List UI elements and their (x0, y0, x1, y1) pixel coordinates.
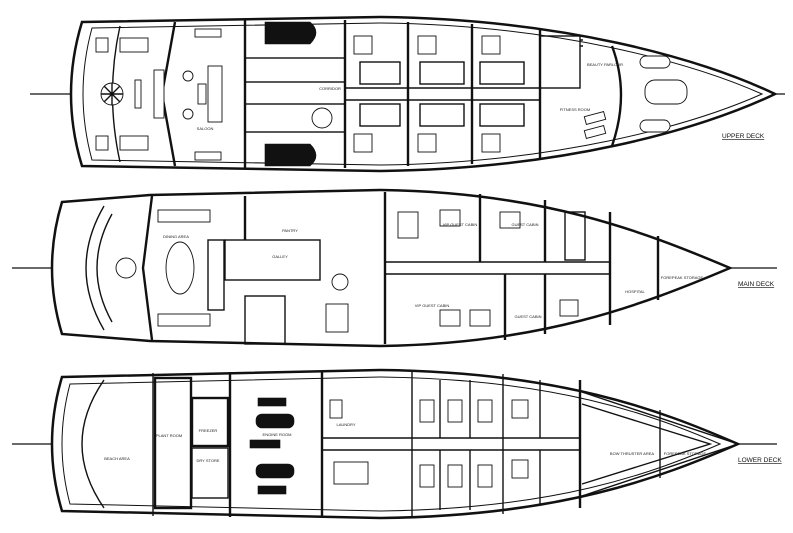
lower-freezer (190, 396, 230, 448)
upper-stair-treads (580, 39, 583, 47)
upper-saloon-label: SALOON (197, 126, 214, 131)
upper-beauty-label: BEAUTY PARLOUR (587, 62, 623, 67)
lower-plant-label: PLANT ROOM (156, 433, 182, 438)
lower-engine (255, 413, 295, 429)
upper-corridor-label: CORRIDOR (319, 86, 341, 91)
main-cabins (385, 194, 612, 340)
upper-sideboard (194, 28, 222, 38)
upper-deck: SALOON CORRIDOR BEAUTY PARLOUR FITNESS R… (30, 15, 785, 173)
upper-hull-inner (82, 22, 764, 166)
upper-spiral-stair-treads (101, 83, 123, 105)
lower-crew-cabins (322, 372, 582, 517)
upper-forward-bulkhead (610, 45, 623, 147)
main-stair (331, 273, 349, 291)
lower-beach-stairs-arc (81, 379, 105, 509)
main-galley (224, 239, 321, 281)
upper-treadmill (583, 124, 607, 140)
upper-jacuzzi (264, 143, 317, 167)
main-deck: DINING AREA GALLEY PANTRY VIP GUEST CABI… (12, 188, 777, 348)
lower-dry-store-label: DRY STORE (196, 458, 219, 463)
lower-engine-label: ENGINE ROOM (263, 432, 292, 437)
lower-generator (257, 485, 287, 495)
upper-treadmill (583, 110, 607, 126)
lower-gearbox (249, 439, 281, 449)
main-vip-guest-cabin-label: VIP GUEST CABIN (443, 222, 478, 227)
upper-jetski (639, 119, 671, 133)
lower-deck: BEACH AREA PLANT ROOM FREEZER DRY STORE … (12, 368, 782, 520)
lower-bow-thruster-label: BOW THRUSTER AREA (610, 451, 654, 456)
upper-deck-title: UPPER DECK (722, 133, 765, 140)
lower-generator (257, 397, 287, 407)
main-pantry-label: PANTRY (282, 228, 298, 233)
upper-bar (134, 79, 142, 109)
main-aft-seating-arc-inner (96, 213, 113, 323)
lower-freezer-label: FREEZER (199, 428, 218, 433)
upper-table (95, 37, 109, 53)
main-saloon-aft-wall (141, 195, 154, 341)
upper-table (119, 37, 149, 53)
lower-hull-inner (61, 376, 722, 512)
upper-sofa (207, 65, 223, 123)
main-vip-guest-cabin-label: VIP GUEST CABIN (415, 303, 450, 308)
lower-beach-label: BEACH AREA (104, 456, 130, 461)
upper-sideboard (194, 151, 222, 161)
upper-glass-door (153, 69, 165, 119)
lower-dry-store (191, 447, 229, 499)
upper-armchair (182, 70, 194, 82)
lower-bow-lines (581, 391, 741, 497)
upper-stair (311, 107, 333, 129)
main-buffet (207, 239, 225, 311)
main-stair-room (244, 295, 286, 345)
upper-fitness-label: FITNESS ROOM (560, 107, 590, 112)
main-hull (50, 188, 734, 348)
main-table (157, 209, 211, 223)
main-dining-label: DINING AREA (163, 234, 189, 239)
upper-coffee-table (197, 83, 207, 105)
lower-deck-title: LOWER DECK (738, 457, 782, 464)
main-forepeak-label: FOREPEAK STORAGE (661, 275, 704, 280)
main-deck-title: MAIN DECK (738, 281, 775, 288)
main-spiral-stair (115, 257, 137, 279)
upper-cabins (345, 22, 542, 166)
upper-stairwell (539, 35, 581, 89)
upper-armchair (182, 108, 194, 120)
main-guest-cabin-label: GUEST CABIN (514, 314, 541, 319)
lower-laundry-label: LAUNDRY (336, 422, 355, 427)
upper-jacuzzi (264, 21, 317, 45)
lower-engine (255, 463, 295, 479)
upper-table (119, 135, 149, 151)
main-dining-table (165, 241, 195, 295)
lower-forepeak-label: FOREPEAK STORAGE (664, 451, 707, 456)
main-elevator (325, 303, 349, 333)
main-guest-cabin-label: GUEST CABIN (511, 222, 538, 227)
upper-jetski (639, 55, 671, 69)
main-aft-seating-arc (85, 205, 105, 331)
upper-table (95, 135, 109, 151)
main-galley-label: GALLEY (272, 254, 288, 259)
main-table (157, 313, 211, 327)
upper-tender (644, 79, 688, 105)
main-hospital-label: HOSPITAL (625, 289, 645, 294)
